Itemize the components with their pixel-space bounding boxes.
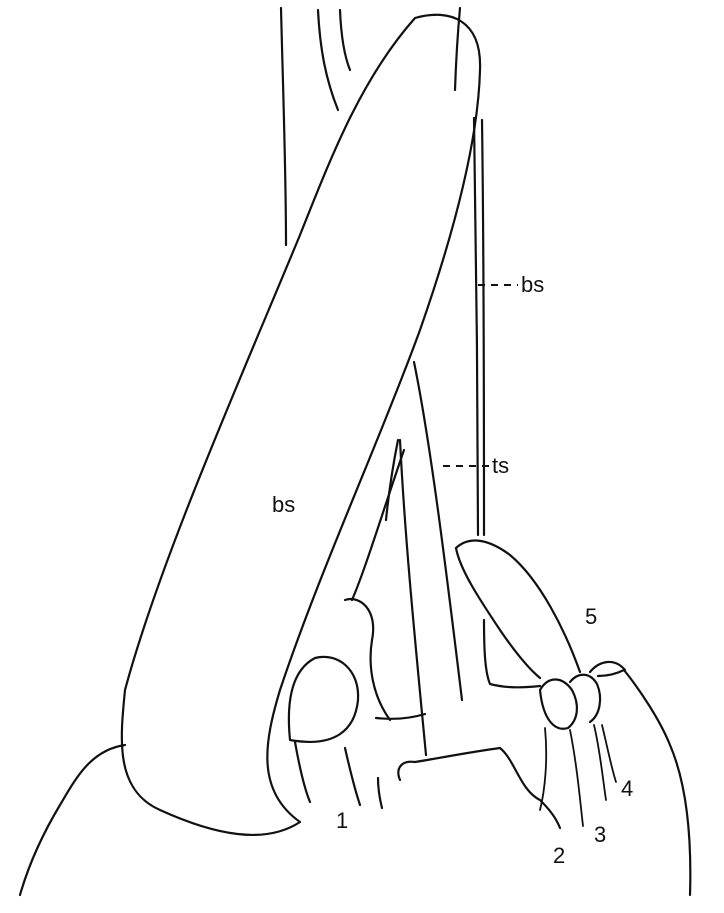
label-ts: ts: [492, 453, 509, 478]
label-1: 1: [336, 808, 348, 833]
label-4: 4: [621, 776, 633, 801]
tendon-strands: [352, 362, 462, 755]
label-bs-right: bs: [521, 272, 544, 297]
bone-shaft-right: [474, 118, 484, 535]
digit-5: [456, 541, 580, 688]
digit-1-bones: [289, 599, 425, 805]
label-2: 2: [553, 843, 565, 868]
upper-tendons: [281, 8, 460, 245]
label-3: 3: [594, 822, 606, 847]
label-bs-left: bs: [272, 492, 295, 517]
carpal-contour: [20, 745, 560, 895]
label-5: 5: [585, 604, 597, 629]
